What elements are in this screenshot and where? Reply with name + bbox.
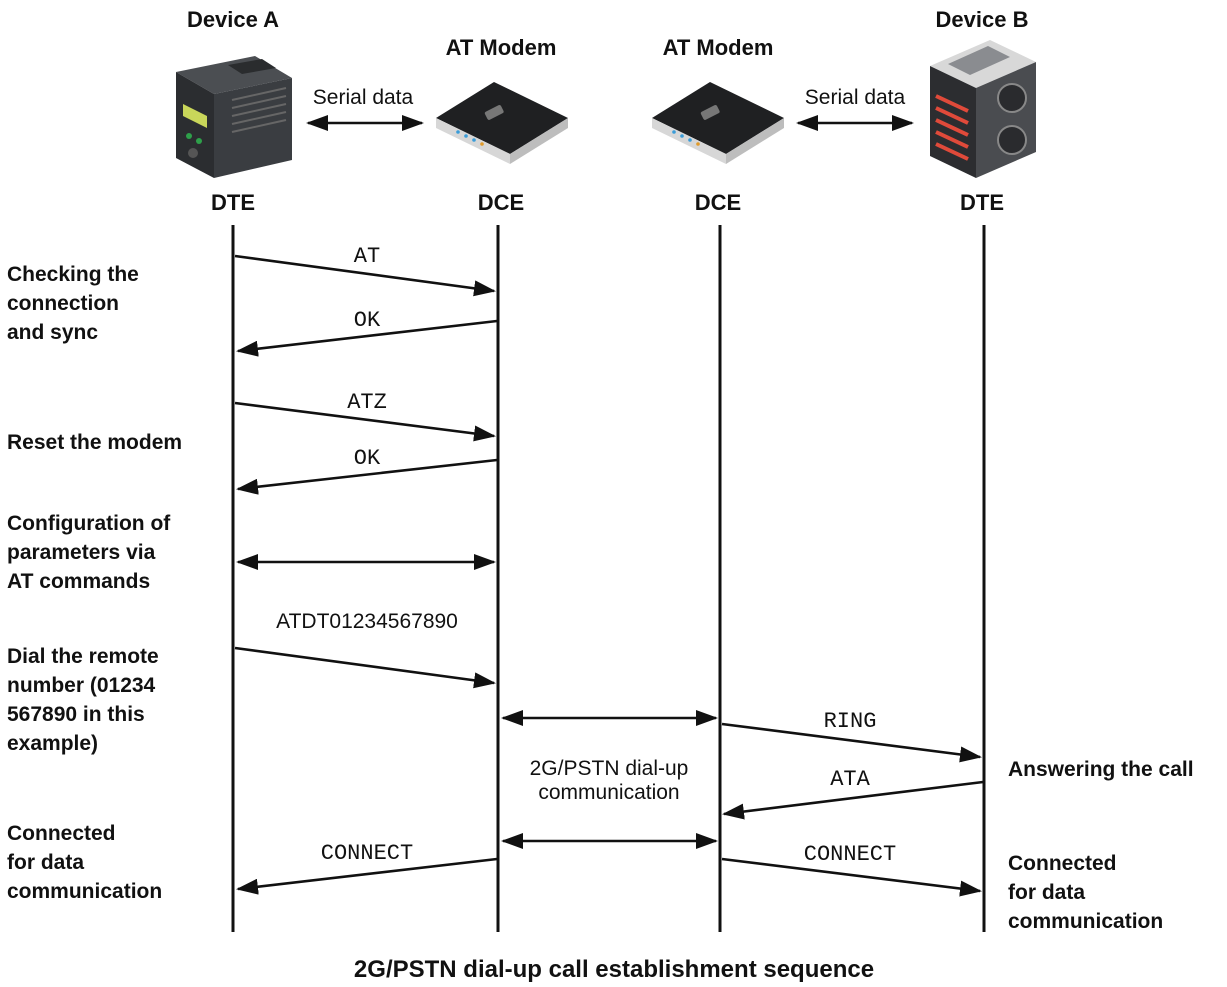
step-connected-left-line: for data — [7, 851, 84, 874]
msg-dial-arrow — [234, 646, 496, 689]
modem-b-icon — [652, 82, 784, 164]
step-connected-left-line: Connected — [7, 822, 116, 845]
modem-b-title: AT Modem — [663, 35, 774, 60]
step-connected-right: Connected for data communication — [1008, 852, 1163, 933]
msg-atz-label: ATZ — [347, 390, 387, 415]
msg-ok1-arrow — [236, 319, 498, 357]
device-b-role: DTE — [960, 190, 1004, 215]
diagram-caption: 2G/PSTN dial-up call establishment seque… — [354, 956, 874, 983]
step-dial: Dial the remote number (01234 567890 in … — [7, 645, 159, 755]
step-connected-right-line: for data — [1008, 881, 1085, 904]
step-config-line: parameters via — [7, 541, 156, 564]
step-checking-line: Checking the — [7, 263, 139, 286]
step-checking-line: connection — [7, 292, 119, 315]
msg-connect-left-label: CONNECT — [321, 841, 413, 866]
step-dial-line: number (01234 — [7, 674, 156, 697]
device-b-title: Device B — [936, 7, 1029, 32]
step-config: Configuration of parameters via AT comma… — [7, 512, 171, 593]
step-connected-right-line: Connected — [1008, 852, 1117, 875]
step-config-line: AT commands — [7, 570, 150, 593]
step-answering: Answering the call — [1008, 758, 1194, 781]
dialup-label-line1: 2G/PSTN dial-up — [530, 757, 689, 780]
step-connected-right-line: communication — [1008, 910, 1163, 933]
step-dial-line: 567890 in this — [7, 703, 145, 726]
msg-at-arrow — [234, 254, 496, 297]
msg-at-label: AT — [354, 244, 380, 269]
msg-dial-label: ATDT01234567890 — [276, 610, 458, 633]
step-checking-line: and sync — [7, 321, 98, 344]
modem-b-role: DCE — [695, 190, 741, 215]
msg-connect-right-arrow — [721, 857, 982, 897]
modem-a-title: AT Modem — [446, 35, 557, 60]
msg-connect-left-arrow — [236, 857, 498, 895]
serial-label-left: Serial data — [313, 86, 414, 109]
device-b-icon — [930, 40, 1036, 178]
device-a-icon — [176, 56, 292, 178]
device-a-role: DTE — [211, 190, 255, 215]
step-dial-line: Dial the remote — [7, 645, 159, 668]
modem-a-icon — [436, 82, 568, 164]
modem-a-role: DCE — [478, 190, 524, 215]
msg-ok2-label: OK — [354, 446, 381, 471]
msg-ata-arrow — [722, 780, 984, 820]
step-connected-left: Connected for data communication — [7, 822, 162, 903]
dialup-label-line2: communication — [538, 781, 679, 804]
serial-label-right: Serial data — [805, 86, 906, 109]
msg-ok2-arrow — [236, 458, 498, 495]
msg-ring-arrow — [721, 722, 982, 763]
msg-ring-label: RING — [824, 709, 877, 734]
msg-ata-label: ATA — [830, 767, 870, 792]
step-connected-left-line: communication — [7, 880, 162, 903]
step-dial-line: example) — [7, 732, 98, 755]
msg-atz-arrow — [234, 401, 496, 442]
msg-ok1-label: OK — [354, 308, 381, 333]
step-checking: Checking the connection and sync — [7, 263, 139, 344]
step-config-line: Configuration of — [7, 512, 171, 535]
msg-connect-right-label: CONNECT — [804, 842, 896, 867]
step-reset: Reset the modem — [7, 431, 182, 454]
device-a-title: Device A — [187, 7, 279, 32]
